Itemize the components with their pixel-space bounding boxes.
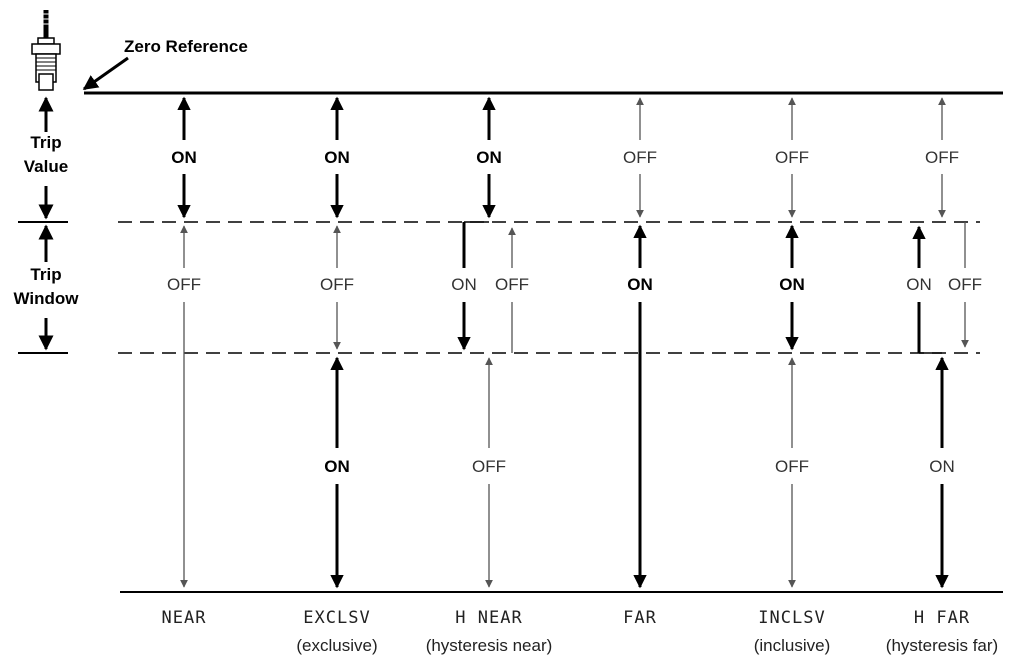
h-near-window-on: ON bbox=[451, 275, 477, 294]
zero-reference-arrow bbox=[82, 56, 129, 91]
column-h-far: OFF ON OFF ON H FAR (hysteresis far) bbox=[886, 97, 998, 655]
h-far-far-state: ON bbox=[929, 457, 955, 476]
near-value-state: ON bbox=[171, 148, 197, 167]
exclsv-value-state: ON bbox=[324, 148, 350, 167]
column-far: OFF ON FAR bbox=[623, 97, 657, 628]
far-value-state: OFF bbox=[623, 148, 657, 167]
h-near-mode-label: H NEAR bbox=[455, 608, 522, 628]
h-far-window-off: OFF bbox=[948, 275, 982, 294]
trip-value-label-1: Trip bbox=[30, 133, 61, 152]
exclsv-far-state: ON bbox=[324, 457, 350, 476]
inclsv-mode-label: INCLSV bbox=[758, 608, 825, 628]
far-mode-label: FAR bbox=[623, 608, 657, 628]
exclsv-window-state: OFF bbox=[320, 275, 354, 294]
column-near: ON OFF NEAR bbox=[162, 96, 207, 628]
far-window-state: ON bbox=[627, 275, 653, 294]
h-far-mode-label: H FAR bbox=[914, 608, 970, 628]
inclsv-window-state: ON bbox=[779, 275, 805, 294]
h-far-window-on: ON bbox=[906, 275, 932, 294]
exclsv-mode-label: EXCLSV bbox=[303, 608, 370, 628]
near-mode-label: NEAR bbox=[162, 608, 207, 628]
trip-window-label-1: Trip bbox=[30, 265, 61, 284]
trip-window-label-2: Window bbox=[14, 289, 80, 308]
exclsv-desc-label: (exclusive) bbox=[296, 636, 377, 655]
h-near-value-state: ON bbox=[476, 148, 502, 167]
h-far-desc-label: (hysteresis far) bbox=[886, 636, 998, 655]
column-inclsv: OFF ON OFF INCLSV (inclusive) bbox=[754, 97, 831, 655]
inclsv-desc-label: (inclusive) bbox=[754, 636, 831, 655]
near-window-state: OFF bbox=[167, 275, 201, 294]
h-near-far-state: OFF bbox=[472, 457, 506, 476]
column-h-near: ON ON OFF OFF H NEAR (hysteresis near) bbox=[426, 96, 553, 655]
h-far-value-state: OFF bbox=[925, 148, 959, 167]
h-near-desc-label: (hysteresis near) bbox=[426, 636, 553, 655]
zero-reference-label: Zero Reference bbox=[124, 37, 248, 56]
inclsv-far-state: OFF bbox=[775, 457, 809, 476]
inclsv-value-state: OFF bbox=[775, 148, 809, 167]
trip-value-label-2: Value bbox=[24, 157, 68, 176]
h-near-window-off: OFF bbox=[495, 275, 529, 294]
column-exclsv: ON OFF ON EXCLSV (exclusive) bbox=[296, 96, 378, 655]
sensor-icon bbox=[31, 10, 61, 91]
